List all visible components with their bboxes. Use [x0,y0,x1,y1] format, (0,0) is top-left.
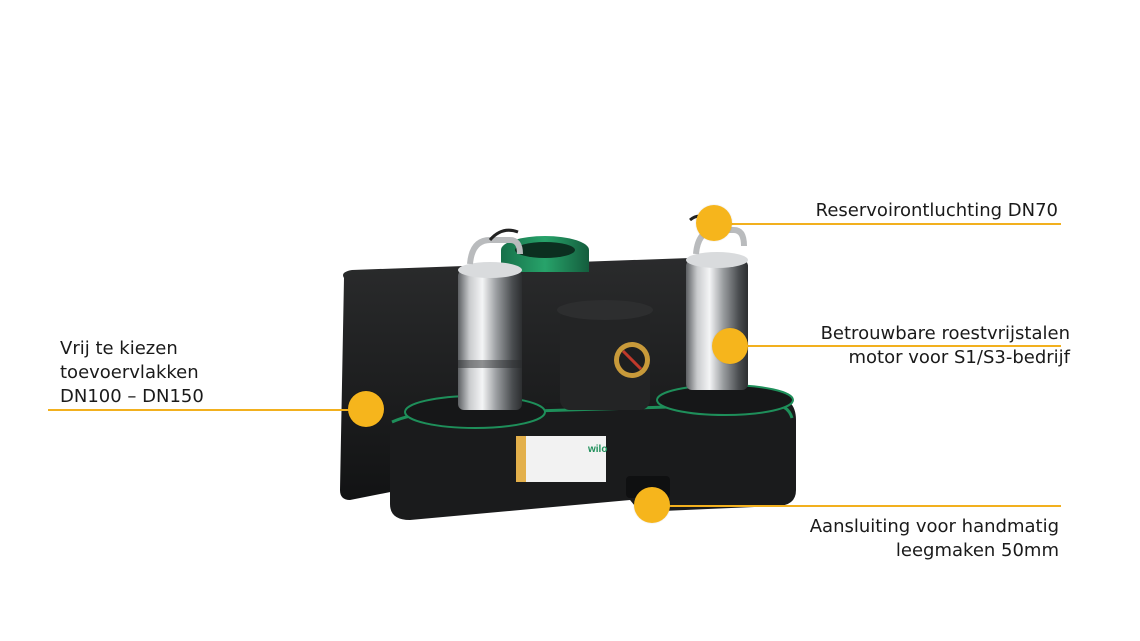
callout-dot-drain [634,487,670,523]
callout-inlet-line-2: toevoervlakken [60,362,199,383]
check-valve [560,310,650,410]
callout-motor-line-1: Betrouwbare roestvrijstalen [820,323,1070,344]
callout-dot-vent [696,205,732,241]
callout-line-drain [652,505,1061,507]
right-motor [686,260,748,390]
rating-plate [516,436,606,482]
callout-drain-line-2: leegmaken 50mm [895,540,1059,561]
callout-dot-motor [712,328,748,364]
callout-label-vent: Reservoirontluchting DN70 [816,199,1058,223]
callout-line-inlet [48,409,378,411]
callout-line-motor [730,345,1061,347]
callout-label-inlet: Vrij te kiezen toevoervlakken DN100 – DN… [60,337,204,409]
callout-drain-line-1: Aansluiting voor handmatig [809,516,1059,537]
wilo-logo: wilo [587,444,607,455]
callout-line-vent [714,223,1061,225]
lifting-station-illustration: wilo [340,214,796,520]
left-motor [458,270,522,410]
callout-label-drain: Aansluiting voor handmatig leegmaken 50m… [810,515,1059,563]
callout-dot-inlet [348,391,384,427]
callout-inlet-line-3: DN100 – DN150 [60,386,204,407]
callout-inlet-line-1: Vrij te kiezen [60,338,178,359]
callout-vent-line-1: Reservoirontluchting DN70 [815,200,1058,221]
callout-motor-line-2: motor voor S1/S3-bedrijf [848,347,1070,368]
callout-label-motor: Betrouwbare roestvrijstalen motor voor S… [821,322,1070,370]
